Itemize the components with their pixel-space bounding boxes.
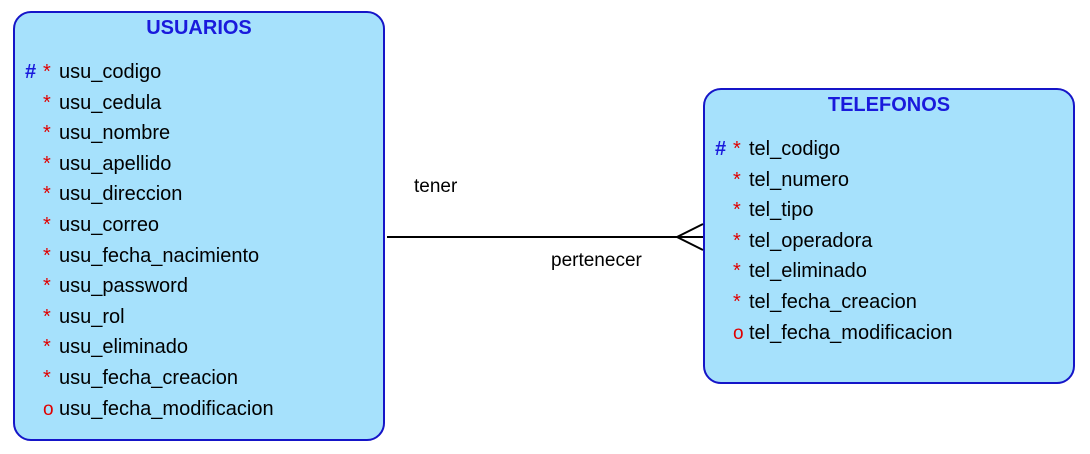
attribute-name: tel_fecha_creacion <box>749 290 917 313</box>
attribute-row[interactable]: * usu_password <box>25 271 274 302</box>
unique-identifier-mark: # <box>715 138 727 160</box>
unique-identifier-mark: # <box>25 61 37 83</box>
attribute-name: usu_cedula <box>59 91 162 114</box>
mandatory-mark: * <box>43 213 51 236</box>
crows-foot-upper-prong <box>676 223 704 238</box>
attribute-row[interactable]: * usu_correo <box>25 210 274 241</box>
attribute-list-usuarios: # * usu_codigo * usu_cedula * usu_nombre * usu_a… <box>25 57 274 424</box>
attribute-name: usu_correo <box>59 213 160 236</box>
attribute-row[interactable]: * usu_nombre <box>25 118 274 149</box>
optional-mark: o <box>733 322 744 344</box>
attribute-name: tel_codigo <box>749 138 841 160</box>
mandatory-mark: * <box>43 152 51 175</box>
attribute-row[interactable]: # * usu_codigo <box>25 57 274 88</box>
mandatory-mark: * <box>733 260 741 283</box>
attribute-row[interactable]: * usu_apellido <box>25 149 274 180</box>
attribute-row[interactable]: * usu_eliminado <box>25 332 274 363</box>
attribute-row[interactable]: * usu_fecha_creacion <box>25 363 274 394</box>
attribute-name: usu_direccion <box>59 183 183 206</box>
relationship-label-pertenecer: pertenecer <box>551 250 642 271</box>
attribute-row[interactable]: * usu_fecha_nacimiento <box>25 241 274 272</box>
attribute-row[interactable]: * usu_direccion <box>25 179 274 210</box>
attribute-row[interactable]: * tel_operadora <box>715 226 952 257</box>
attribute-name: tel_operadora <box>749 229 873 252</box>
attribute-row[interactable]: * tel_fecha_creacion <box>715 287 952 318</box>
mandatory-mark: * <box>733 138 741 160</box>
attribute-name: usu_codigo <box>59 61 162 83</box>
attribute-name: tel_numero <box>749 168 850 191</box>
attribute-name: usu_rol <box>59 305 125 328</box>
mandatory-mark: * <box>43 366 51 389</box>
relationship-label-tener: tener <box>414 176 458 197</box>
attribute-name: usu_apellido <box>59 152 172 175</box>
attribute-name: usu_fecha_nacimiento <box>59 244 260 267</box>
attribute-name: usu_eliminado <box>59 336 188 359</box>
optional-mark: o <box>43 398 54 420</box>
attribute-name: usu_nombre <box>59 122 171 145</box>
mandatory-mark: * <box>733 199 741 222</box>
attribute-name: tel_eliminado <box>749 260 867 283</box>
mandatory-mark: * <box>43 91 51 114</box>
attribute-row[interactable]: * tel_numero <box>715 165 952 196</box>
mandatory-mark: * <box>43 336 51 359</box>
entity-telefonos[interactable]: TELEFONOS # * tel_codigo * tel_numero * tel_ti… <box>703 88 1075 384</box>
attribute-row[interactable]: # * tel_codigo <box>715 134 952 165</box>
attribute-list-telefonos: # * tel_codigo * tel_numero * tel_tipo * tel_ope… <box>715 134 952 348</box>
attribute-row[interactable]: * usu_cedula <box>25 88 274 119</box>
crows-foot-lower-prong <box>676 236 704 251</box>
mandatory-mark: * <box>733 168 741 191</box>
attribute-name: usu_password <box>59 275 188 298</box>
attribute-row[interactable]: * tel_eliminado <box>715 256 952 287</box>
mandatory-mark: * <box>43 61 51 83</box>
attribute-name: tel_tipo <box>749 199 814 222</box>
attribute-name: usu_fecha_creacion <box>59 366 239 389</box>
mandatory-mark: * <box>733 290 741 313</box>
mandatory-mark: * <box>733 229 741 252</box>
mandatory-mark: * <box>43 275 51 298</box>
mandatory-mark: * <box>43 244 51 267</box>
attribute-name: usu_fecha_modificacion <box>59 397 274 420</box>
attribute-row[interactable]: * tel_tipo <box>715 195 952 226</box>
entity-usuarios[interactable]: USUARIOS # * usu_codigo * usu_cedula * usu_nom… <box>13 11 385 441</box>
entity-title-telefonos: TELEFONOS <box>827 94 951 116</box>
attribute-name: tel_fecha_modificacion <box>749 321 953 344</box>
entity-title-usuarios: USUARIOS <box>146 17 252 39</box>
attribute-row[interactable]: * usu_rol <box>25 302 274 333</box>
mandatory-mark: * <box>43 122 51 145</box>
mandatory-mark: * <box>43 183 51 206</box>
mandatory-mark: * <box>43 305 51 328</box>
